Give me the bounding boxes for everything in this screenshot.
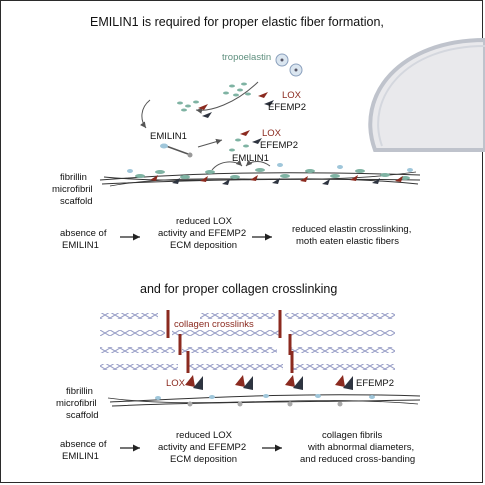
- complex-cluster: [229, 130, 262, 152]
- panel2-title: and for proper collagen crosslinking: [140, 282, 337, 296]
- collagen-crosslinks: [166, 310, 294, 373]
- flow2-outcome-2: with abnormal diameters,: [307, 442, 414, 453]
- panel1-title: EMILIN1 is required for proper elastic f…: [90, 15, 384, 29]
- flow1-outcome-1: reduced elastin crosslinking,: [292, 224, 411, 235]
- flow2-outcome-3: and reduced cross-banding: [300, 454, 415, 465]
- efemp2-label: EFEMP2: [268, 102, 306, 113]
- crosslinks-label: collagen crosslinks: [174, 319, 254, 330]
- tropoelastin-label: tropoelastin: [222, 52, 271, 63]
- scaffold-label-2c: scaffold: [66, 410, 99, 421]
- cell-membrane: [368, 37, 485, 152]
- flow1-reduced-2: activity and EFEMP2: [158, 228, 246, 239]
- flow2-reduced-1: reduced LOX: [176, 430, 233, 441]
- scaffold-label-1b: microfibril: [52, 184, 93, 195]
- flow2-absence-1: absence of: [60, 439, 107, 450]
- flow2-absence-2: EMILIN1: [62, 451, 99, 462]
- scaffold-label-1c: scaffold: [60, 196, 93, 207]
- flow1-reduced-3: ECM deposition: [170, 240, 237, 251]
- emilin1-label-a: EMILIN1: [150, 131, 187, 142]
- scaffold-label-1a: fibrillin: [60, 172, 87, 183]
- flow1-absence-2: EMILIN1: [62, 240, 99, 251]
- lox-label-2: LOX: [262, 128, 282, 139]
- efemp2-label-p2: EFEMP2: [356, 378, 394, 389]
- flow2-reduced-2: activity and EFEMP2: [158, 442, 246, 453]
- flow2-reduced-3: ECM deposition: [170, 454, 237, 465]
- collagen-fibrils: [100, 313, 395, 370]
- tropoelastin-cluster: [177, 82, 251, 112]
- scaffold-label-2a: fibrillin: [66, 386, 93, 397]
- flow2-outcome-1: collagen fibrils: [322, 430, 382, 441]
- secretory-vesicles: [275, 53, 303, 77]
- microfibril-scaffold-2: [107, 394, 421, 407]
- lox-efemp2-markers: [185, 375, 353, 390]
- scaffold-label-2b: microfibril: [56, 398, 97, 409]
- lox-label-p2: LOX: [166, 378, 186, 389]
- elastic-fiber-scaffold: [99, 163, 421, 187]
- flow1-reduced-1: reduced LOX: [176, 216, 233, 227]
- emilin1-label-b: EMILIN1: [232, 153, 269, 164]
- flow1-outcome-2: moth eaten elastic fibers: [296, 236, 399, 247]
- emilin1-rod: [160, 143, 193, 158]
- flow1-absence-1: absence of: [60, 228, 107, 239]
- efemp2-label-2: EFEMP2: [260, 140, 298, 151]
- lox-label: LOX: [282, 90, 302, 101]
- lox-efemp2-group: [198, 92, 274, 118]
